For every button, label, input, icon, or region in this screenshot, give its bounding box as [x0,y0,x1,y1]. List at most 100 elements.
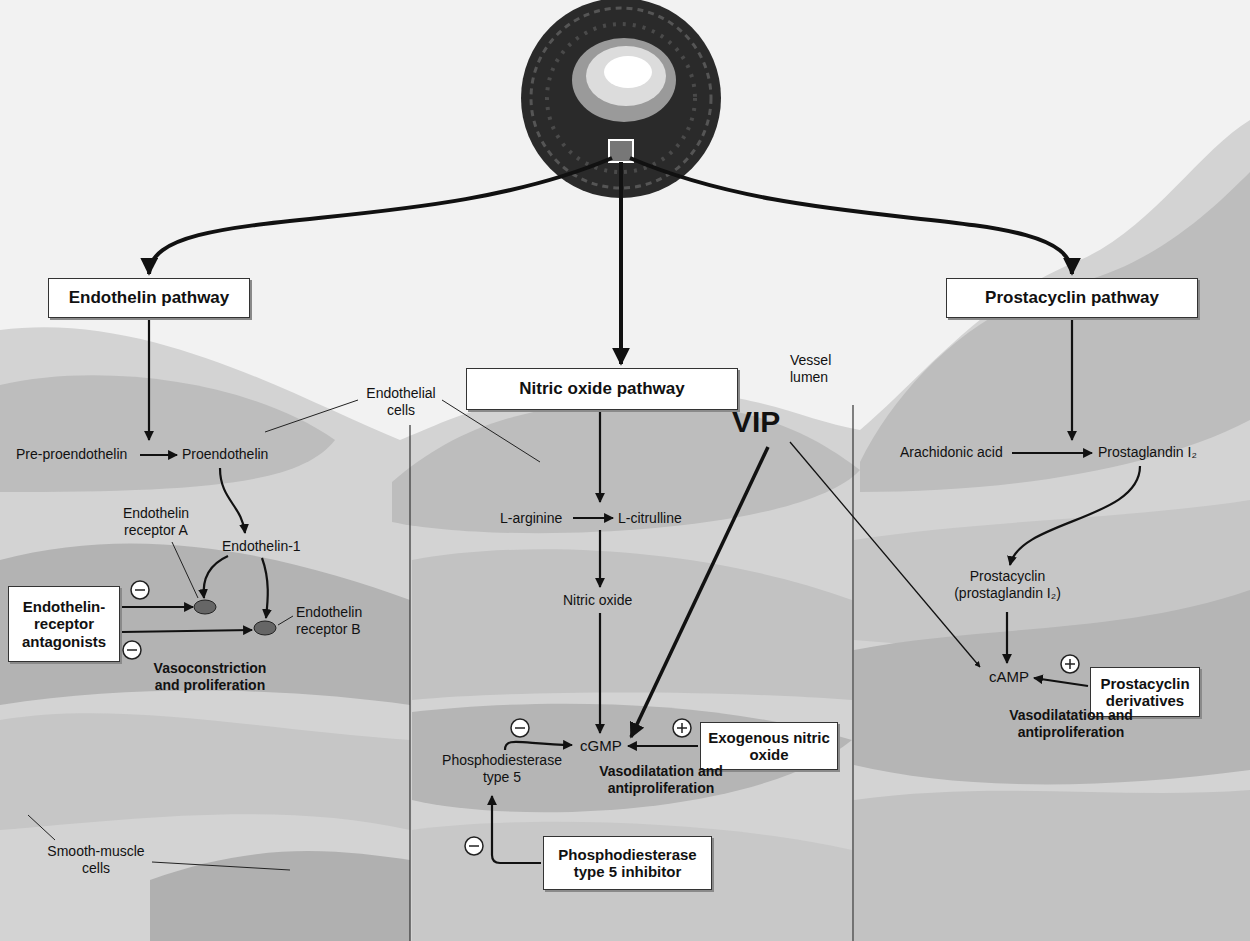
agent-label: VIP [732,404,780,440]
illustration-part [194,600,216,614]
illustration-part [278,616,293,625]
drug-box: Phosphodiesterase type 5 inhibitor [543,836,712,890]
vip-arrow [790,442,980,667]
illustration-part [131,581,149,599]
illustration-part [127,649,137,651]
illustration-part [1010,466,1140,565]
illustration-part [630,158,1072,274]
box-text: Nitric oxide pathway [519,379,684,399]
region-label: Vessel lumen [790,352,860,386]
pathway-arrows [149,158,1072,364]
effect-label: Vasodilatation and antiproliferation [585,763,737,797]
illustration-part [1069,659,1071,669]
illustration-part [586,46,666,106]
illustration-part [531,8,711,188]
molecule-label: Prostacyclin (prostaglandin I₂) [935,568,1080,602]
receptor-label: Endothelin receptor A [110,505,202,539]
messenger-label: cAMP [989,668,1029,686]
illustration-part [135,589,145,591]
illustration-part [547,24,695,172]
endothelin-arrows [122,318,268,632]
illustration-part [515,727,525,729]
box-text: Exogenous nitric oxide [707,729,831,764]
molecule-label: Pre-proendothelin [16,446,127,463]
receptor-symbol [194,600,276,635]
illustration-part [122,630,252,632]
illustration-part [152,862,290,870]
drug-box: Exogenous nitric oxide [700,722,838,770]
box-text: Endothelin pathway [69,288,230,308]
illustration-part [673,719,691,737]
effect-label: Vasodilatation and antiproliferation [995,707,1147,741]
illustration-part [148,318,150,440]
illustration-part [262,558,268,618]
panel-divider [852,405,853,941]
vip-arrow [631,447,768,737]
molecule-label: Nitric oxide [563,592,632,609]
illustration-part [1061,655,1079,673]
smooth-muscle-cell [412,549,852,700]
illustration-part [465,837,483,855]
illustration-part [599,613,601,733]
illustration-part [599,530,601,587]
box-text: Endothelin-receptor antagonists [15,598,113,650]
endothelial-cell [392,402,860,533]
effect-label: Vasoconstriction and proliferation [140,660,280,694]
molecule-label: Endothelin-1 [222,538,301,555]
illustration-part [204,556,228,598]
pathway-box: Prostacyclin pathway [946,278,1198,318]
molecule-label: L-citrulline [618,510,682,527]
illustration-part [573,517,613,519]
illustration-part [599,410,601,502]
illustration-part [265,400,358,432]
illustration-part [681,723,683,733]
molecule-label: L-arginine [500,510,562,527]
illustration-part [140,454,177,456]
illustration-part [220,468,245,533]
smooth-muscle-cell [0,543,410,705]
smooth-muscle-cell [0,713,410,830]
illustration-part [254,621,276,635]
inhibit-symbol [123,581,529,855]
endothelial-cell [0,375,335,492]
illustration-part [469,845,479,847]
illustration-part [619,162,623,364]
box-text: Prostacyclin derivatives [1097,675,1193,710]
illustration-part [572,38,676,122]
molecule-label: Prostaglandin I₂ [1098,444,1197,461]
pathway-box: Endothelin pathway [48,278,250,318]
receptor-label: Endothelin receptor B [296,604,384,638]
panel-divider [409,425,410,941]
illustration-part [609,140,633,162]
illustration-part [172,542,198,598]
molecule-label: Proendothelin [182,446,268,463]
prostacyclin-arrows [1007,318,1140,686]
illustration-part [492,796,541,863]
illustration-part [28,815,55,840]
messenger-label: cGMP [580,737,622,755]
smooth-muscle-cell [854,790,1250,941]
illustration-part [1071,318,1073,440]
illustration-part [1034,678,1088,686]
drug-box: Endothelin-receptor antagonists [8,586,120,662]
illustration-part [604,56,652,88]
illustration-part [1012,452,1092,454]
box-text: Prostacyclin pathway [985,288,1159,308]
illustration-part [1006,612,1008,663]
box-text: Phosphodiesterase type 5 inhibitor [550,846,705,881]
illustration-part [123,641,141,659]
molecule-label: Arachidonic acid [900,444,1003,461]
smooth-muscle-cell [150,851,410,941]
illustration-part [511,719,529,737]
illustration-part [122,606,193,608]
region-label: Smooth-muscle cells [40,843,152,877]
pathway-box: Nitric oxide pathway [466,368,738,410]
illustration-part [628,745,698,747]
illustration-part [149,158,612,274]
enzyme-label: Phosphodiesterase type 5 [433,752,571,786]
illustration-part [505,742,572,750]
region-label: Endothelial cells [360,385,442,419]
